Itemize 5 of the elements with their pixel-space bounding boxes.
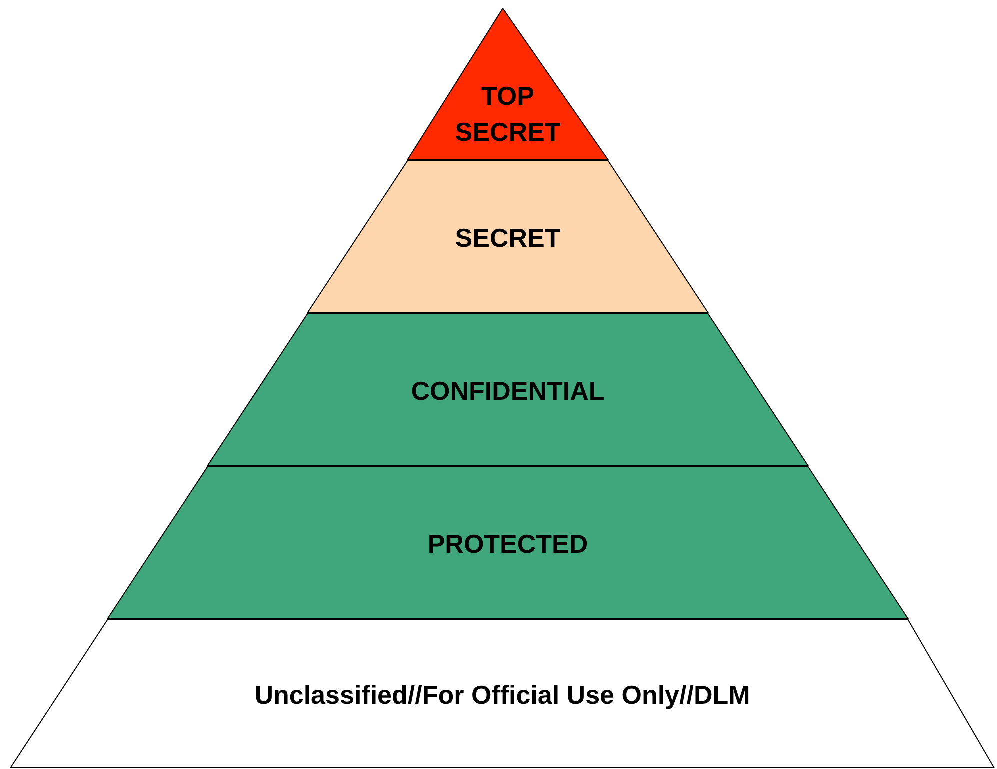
tier-label: CONFIDENTIAL	[410, 375, 606, 408]
tier-label: Unclassified//For Official Use Only//DLM	[254, 679, 752, 712]
tier-label: SECRET	[454, 222, 562, 255]
tier-label: PROTECTED	[426, 528, 590, 561]
tier-label: TOP SECRET	[454, 80, 562, 149]
